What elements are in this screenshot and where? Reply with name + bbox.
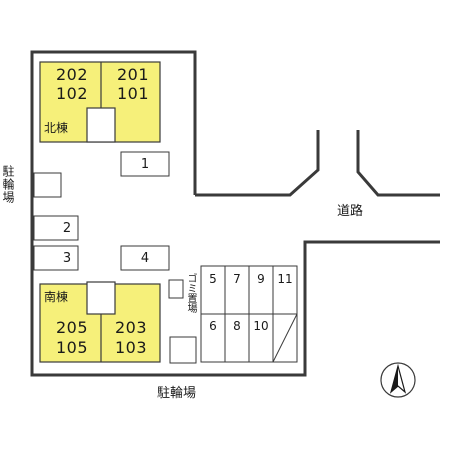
bicycle-parking-bottom-label: 駐輪場 xyxy=(157,386,197,401)
bicycle-parking-bottom xyxy=(169,336,197,364)
site-boundary xyxy=(30,50,440,377)
parking-space-2-label: 2 xyxy=(62,221,72,236)
unit-105-label: 105 xyxy=(55,338,89,357)
unit-201-label: 201 xyxy=(116,65,150,84)
unit-203-label: 203 xyxy=(114,318,148,337)
south-building-name: 南棟 xyxy=(44,290,69,304)
bicycle-parking-left-label: 駐輪場 xyxy=(1,165,15,204)
road-edge-left xyxy=(195,130,320,197)
garage-space-7: 7 xyxy=(233,272,241,286)
unit-103-label: 103 xyxy=(114,338,148,357)
parking-space-3-label: 3 xyxy=(62,251,72,266)
parking-space-4-label: 4 xyxy=(140,251,150,266)
garage-space-6: 6 xyxy=(209,319,217,333)
garage-space-5: 5 xyxy=(209,272,217,286)
north-building-name: 北棟 xyxy=(44,121,69,135)
north-arrow-icon xyxy=(380,362,416,398)
bicycle-parking-left xyxy=(33,172,62,198)
garage-space-10: 10 xyxy=(253,319,269,333)
parking-space-3 xyxy=(33,245,79,271)
road-label: 道路 xyxy=(337,204,364,219)
unit-205-label: 205 xyxy=(55,318,89,337)
parking-space-4 xyxy=(120,245,170,271)
parking-space-1 xyxy=(120,151,170,177)
unit-202-label: 202 xyxy=(55,65,89,84)
garbage-area xyxy=(168,279,184,299)
unit-102-label: 102 xyxy=(55,84,89,103)
garage-space-11: 11 xyxy=(277,272,293,286)
parking-space-2 xyxy=(33,215,79,241)
garage-block xyxy=(200,265,298,363)
parking-space-1-label: 1 xyxy=(140,157,150,172)
road-edge-right xyxy=(356,130,440,197)
north-building-stair xyxy=(86,107,116,143)
garage-space-8: 8 xyxy=(233,319,241,333)
garbage-area-label: ゴミ置場 xyxy=(185,273,196,313)
garage-space-9: 9 xyxy=(257,272,265,286)
unit-101-label: 101 xyxy=(116,84,150,103)
south-building-stair xyxy=(86,281,116,315)
